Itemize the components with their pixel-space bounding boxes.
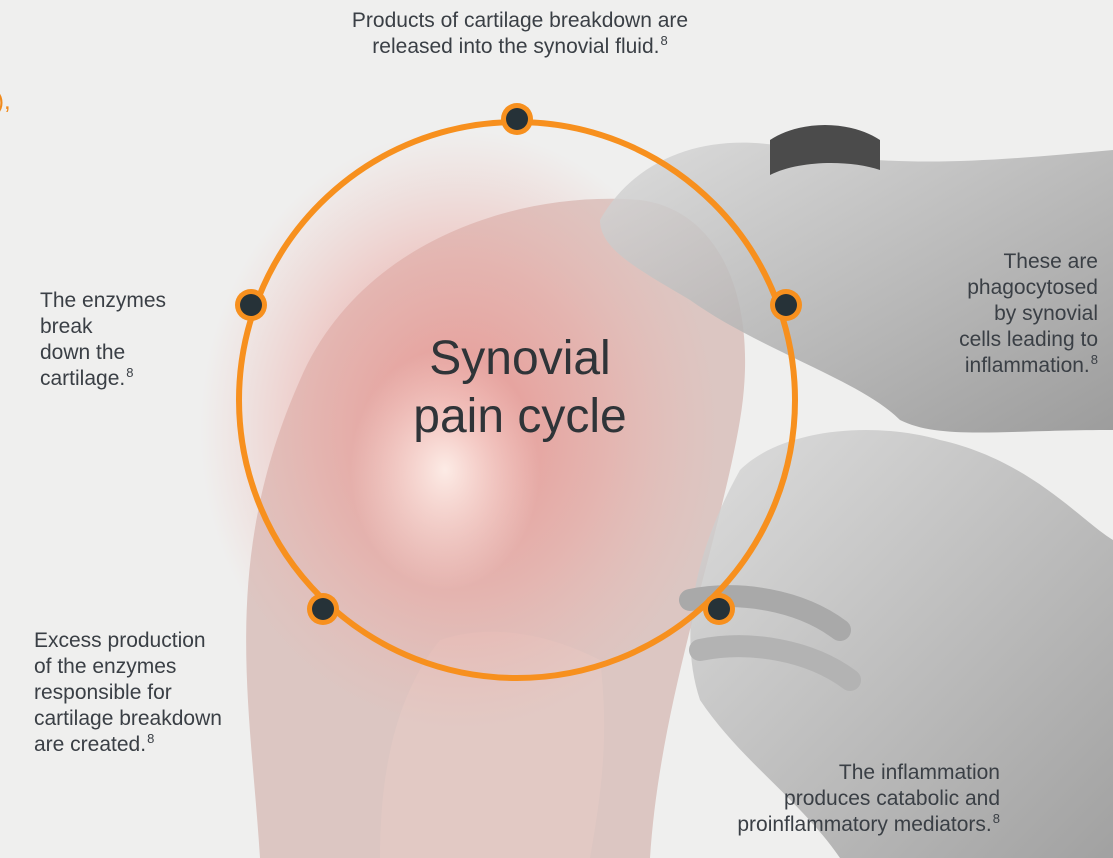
node-top [501, 103, 533, 135]
cut-off-text: ), [0, 88, 11, 116]
reference-mark: 8 [1091, 352, 1098, 367]
reference-mark: 8 [147, 731, 154, 746]
step-text: Products of cartilage breakdown are rele… [352, 9, 688, 58]
node-right [770, 289, 802, 321]
step-left-label: The enzymes break down the cartilage.8 [40, 288, 200, 392]
reference-mark: 8 [993, 811, 1000, 826]
step-text: Excess production of the enzymes respons… [34, 629, 222, 756]
reference-mark: 8 [126, 365, 133, 380]
node-bottom-right [703, 593, 735, 625]
step-text: The inflammation produces catabolic and … [737, 761, 1000, 836]
step-text: The enzymes break down the cartilage. [40, 289, 166, 390]
reference-mark: 8 [660, 33, 667, 48]
step-bottom-right-label: The inflammation produces catabolic and … [640, 760, 1000, 838]
cycle-title: Synovial pain cycle [300, 330, 740, 446]
step-top-label: Products of cartilage breakdown are rele… [280, 8, 760, 60]
step-text: These are phagocytosed by synovial cells… [959, 250, 1098, 377]
node-left [235, 289, 267, 321]
step-right-label: These are phagocytosed by synovial cells… [880, 249, 1098, 379]
step-bottom-left-label: Excess production of the enzymes respons… [34, 628, 294, 758]
node-bottom-left [307, 593, 339, 625]
